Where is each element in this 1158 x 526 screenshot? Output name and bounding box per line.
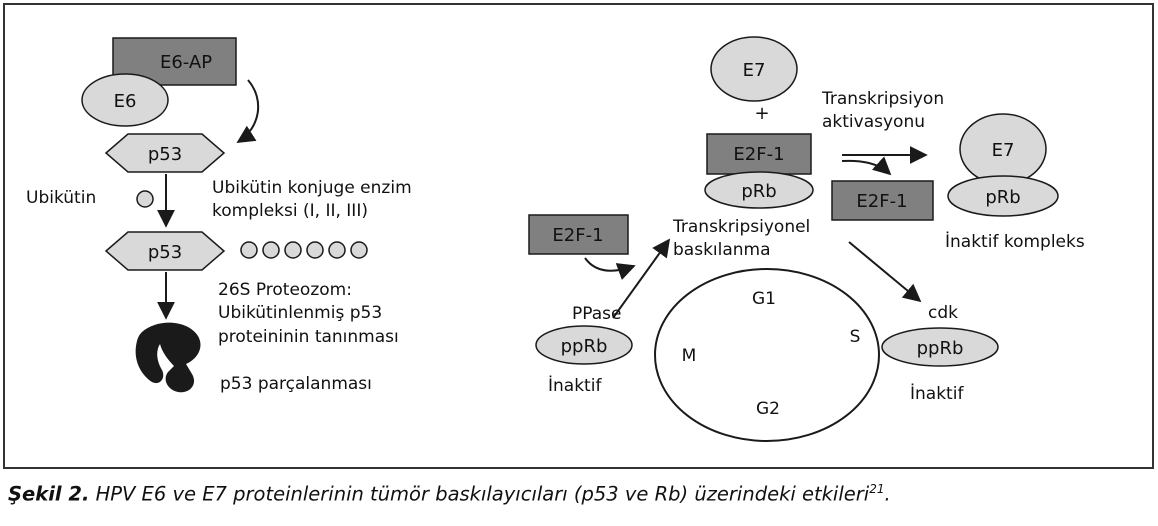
arrow-e6ap-to-p53 [236, 79, 260, 143]
proteasome-line2: Ubikütinlenmiş p53 [218, 303, 382, 323]
proteasome-line1: 26S Proteozom: [218, 280, 352, 300]
arrow-to-cdk [848, 241, 922, 303]
e6-label: E6 [114, 91, 137, 112]
ubiquitin-chain [240, 241, 368, 259]
p53-hexagon-mid: p53 [104, 231, 226, 271]
e2f1-center-box: E2F-1 [706, 133, 812, 175]
inactive-left-label: İnaktif [548, 375, 602, 396]
e2f1-released-box: E2F-1 [831, 180, 934, 221]
p53-hexagon-top: p53 [104, 133, 226, 173]
pprb-right-label: ppRb [917, 338, 964, 359]
e7-label: E7 [743, 60, 766, 81]
transcription-activation-line1: Transkripsiyon [821, 89, 944, 109]
ppase-label: PPase [572, 304, 621, 324]
pprb-right-ellipse: ppRb [881, 327, 999, 367]
e2f1-left-box: E2F-1 [528, 214, 629, 255]
ubikutin-label: Ubikütin [26, 188, 96, 208]
degradation-label: p53 parçalanması [220, 374, 372, 394]
e2f1-left-label: E2F-1 [552, 225, 603, 246]
enzyme-line2: kompleksi (I, II, III) [212, 201, 368, 221]
pprb-left-label: ppRb [561, 336, 608, 357]
complex-prb-label: pRb [985, 187, 1020, 208]
cdk-label: cdk [928, 303, 958, 323]
caption-end: . [884, 482, 891, 506]
cycle-m: M [682, 346, 697, 366]
e7-complex: E7 pRb [947, 113, 1059, 217]
cycle-s: S [850, 327, 861, 347]
caption-ref: 21 [869, 482, 885, 496]
proteasome-line3: proteininin tanınması [218, 327, 399, 347]
cycle-g1: G1 [752, 289, 776, 309]
pprb-left-ellipse: ppRb [535, 325, 633, 365]
caption-label: Şekil 2. [8, 482, 90, 506]
complex-e7-label: E7 [992, 140, 1015, 161]
e6-ellipse: E6 [81, 73, 169, 127]
p53-mid-label: p53 [148, 242, 182, 263]
degraded-p53-icon [135, 322, 201, 393]
figure-caption: Şekil 2. HPV E6 ve E7 proteinlerinin tüm… [8, 482, 1153, 506]
e6ap-label: E6-AP [160, 52, 212, 73]
e2f1-center-label: E2F-1 [733, 144, 784, 165]
caption-text: HPV E6 ve E7 proteinlerinin tümör baskıl… [89, 482, 870, 506]
e2f1-released-label: E2F-1 [856, 191, 907, 212]
cell-cycle-circle: G1 S G2 M [654, 268, 880, 442]
inactive-complex-label: İnaktif kompleks [945, 231, 1085, 252]
arrow-pprb-to-e2f1 [612, 238, 671, 319]
prb-center-label: pRb [741, 181, 776, 202]
ubiquitin-circle [136, 190, 154, 208]
inactive-right-label: İnaktif [910, 383, 964, 404]
e7-ellipse: E7 [710, 36, 798, 102]
transcription-activation-line2: aktivasyonu [822, 112, 925, 132]
repression-line1: Transkripsiyonel [672, 217, 810, 237]
hpv-diagram: E6-AP E6 p53 Ubikütin Ubikütin konjuge e… [3, 3, 1154, 469]
plus-sign: + [754, 103, 769, 124]
arrow-to-released-e2f1 [841, 156, 892, 176]
enzyme-line1: Ubikütin konjuge enzim [212, 178, 412, 198]
figure-frame [3, 3, 1154, 469]
p53-top-label: p53 [148, 144, 182, 165]
repression-line2: baskılanma [673, 240, 771, 260]
cycle-g2: G2 [756, 399, 780, 419]
prb-center-ellipse: pRb [704, 171, 814, 209]
arrow-e2f1-binding [584, 257, 636, 280]
